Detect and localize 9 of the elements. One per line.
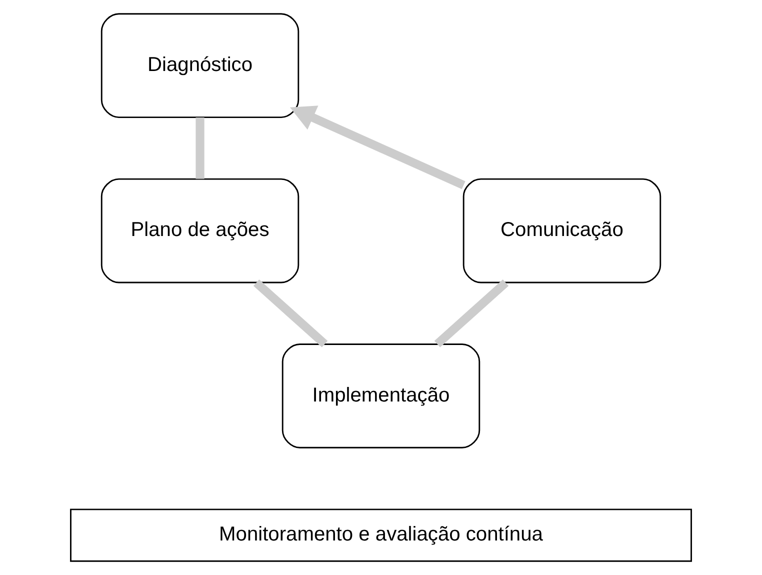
connector [253, 279, 328, 348]
arrow [290, 106, 466, 190]
node-box: Comunicação [462, 178, 662, 284]
node-box: Diagnóstico [100, 13, 300, 118]
node-box: Plano de ações [100, 178, 300, 284]
connector [196, 117, 204, 179]
node-box: Monitoramento e avaliação contínua [70, 508, 692, 562]
connector [434, 279, 509, 348]
node-box: Implementação [282, 344, 480, 448]
